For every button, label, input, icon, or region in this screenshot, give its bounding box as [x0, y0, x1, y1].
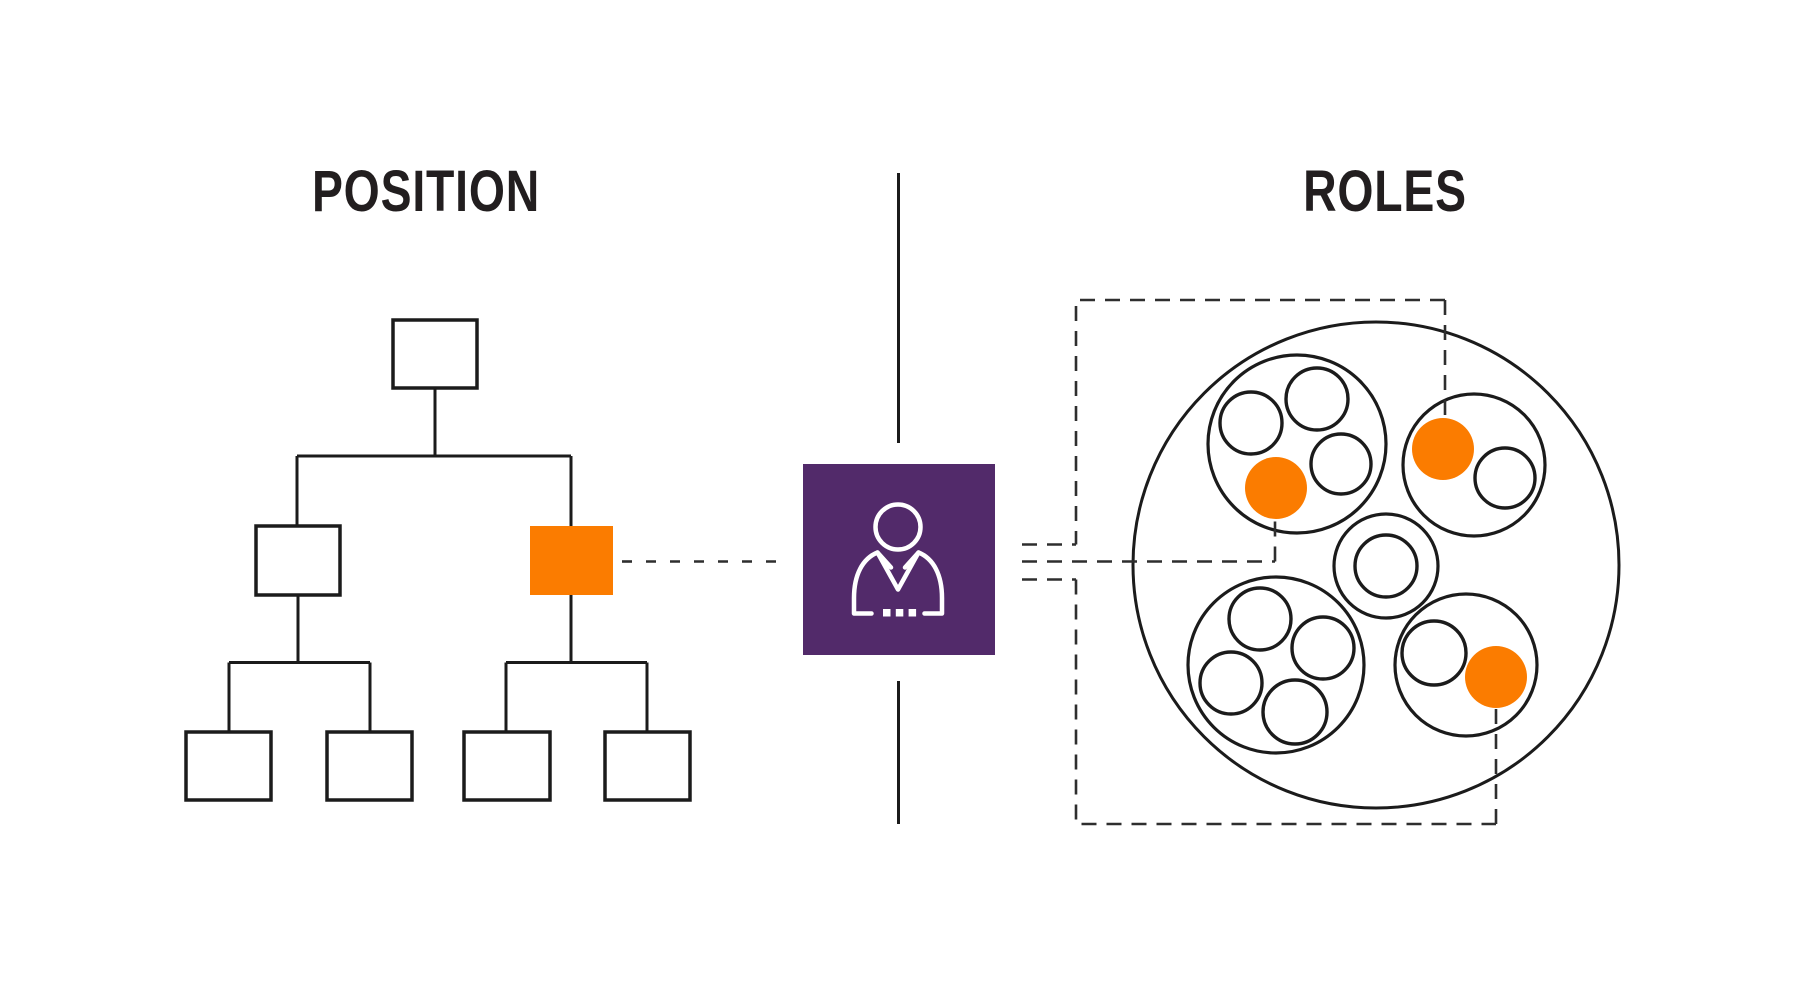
role-circle: [1261, 678, 1329, 746]
org-chart: [184, 318, 692, 802]
position-title: POSITION: [311, 159, 541, 224]
org-chart-connectors: [227, 388, 649, 732]
role-circle-highlighted: [1412, 418, 1474, 480]
role-circle-highlighted: [1465, 646, 1527, 708]
roles-title: ROLES: [1303, 159, 1467, 224]
mapping-lines: [622, 298, 1498, 826]
org-box-level2-left: [254, 524, 342, 597]
role-circle: [1227, 586, 1293, 652]
org-box-leaf-4: [603, 730, 692, 802]
role-circle: [1290, 615, 1356, 681]
org-box-root: [391, 318, 479, 390]
org-box-leaf-1: [184, 730, 273, 802]
org-box-leaf-3: [462, 730, 552, 802]
role-circle: [1353, 533, 1419, 599]
selection-outline: [1074, 298, 1496, 826]
person-icon: [851, 502, 945, 617]
roles-diagram: [1131, 320, 1621, 810]
role-circle-highlighted: [1245, 457, 1307, 519]
role-circle: [1284, 366, 1350, 432]
person-to-roles-fork: [1022, 543, 1275, 581]
role-circle: [1473, 446, 1537, 510]
role-circle: [1218, 390, 1284, 456]
org-box-highlighted-position: [530, 526, 613, 595]
role-circle: [1400, 619, 1468, 687]
role-circle: [1309, 432, 1373, 496]
person-badge-background: [803, 464, 995, 655]
role-circle: [1198, 650, 1264, 716]
org-box-leaf-2: [325, 730, 414, 802]
person-badge: [803, 464, 995, 655]
